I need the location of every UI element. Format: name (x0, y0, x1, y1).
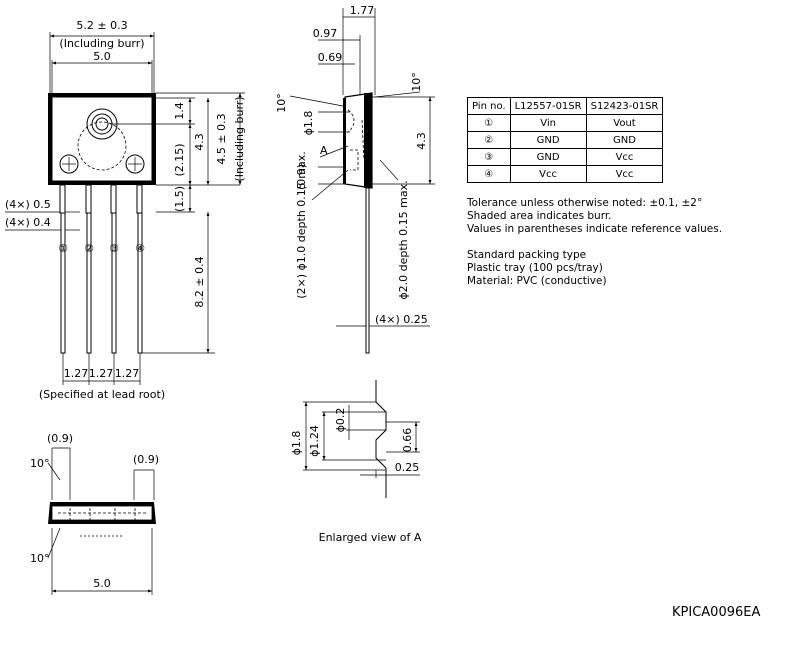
pitch-2-label: 1.27 (89, 367, 114, 380)
dim-1-5-label: (1.5) (173, 186, 186, 212)
lead-length-label: 8.2 ± 0.4 (193, 256, 206, 307)
lead-width-04-label: (4×) 0.4 (5, 216, 51, 229)
dim-0-97-label: 0.97 (313, 27, 338, 40)
l12557-cell: Vcc (509, 165, 587, 183)
table-row: ② GND GND (467, 131, 664, 149)
enlarged-dim-0-25-label: 0.25 (395, 461, 420, 474)
side-lead (365, 187, 370, 354)
enlarged-caption: Enlarged view of A (319, 531, 422, 544)
depth-left-label: (2×) ϕ1.0 depth 0.15 max. (295, 151, 308, 299)
pitch-3-label: 1.27 (115, 367, 140, 380)
l12557-cell: Vin (509, 114, 587, 132)
dim-1-4-label: 1.4 (173, 102, 186, 120)
depth-right-label: ϕ2.0 depth 0.15 max. (397, 180, 410, 299)
notes: Tolerance unless otherwise noted: ±0.1, … (467, 197, 722, 288)
s12423-cell: Vout (585, 114, 664, 132)
table-row: ④ Vcc Vcc (467, 165, 664, 183)
bottom-dim-0-9-left: (0.9) (47, 432, 73, 445)
pin-cell: ④ (467, 165, 511, 183)
enlarged-view: ϕ1.8 ϕ1.24 ϕ0.2 0.66 0.25 Enlarged view … (290, 380, 422, 544)
phi-1-8-label: ϕ1.8 (302, 111, 315, 136)
including-burr-label: (Including burr) (59, 37, 144, 50)
leads (59, 184, 143, 354)
lead-width-05-label: (4×) 0.5 (5, 198, 51, 211)
enlarged-dim-0-66-label: 0.66 (401, 428, 414, 453)
material-note: Material: PVC (conductive) (467, 275, 607, 287)
height-including-burr-label: (Including burr) (233, 96, 246, 181)
packing-title: Standard packing type (467, 249, 587, 261)
enlarged-phi-1-24-label: ϕ1.24 (308, 425, 321, 457)
pin-2-label: ② (84, 242, 94, 255)
s12423-cell: GND (585, 131, 664, 149)
width-label: 5.0 (93, 50, 111, 63)
pin-table-header: Pin no. L12557-01SR S12423-01SR (467, 97, 664, 115)
pin-cell: ② (467, 131, 511, 149)
dim-0-69-label: 0.69 (318, 51, 343, 64)
angle-left-label: 10° (275, 93, 288, 113)
tolerance-note: Tolerance unless otherwise noted: ±0.1, … (467, 197, 703, 209)
table-row: ① Vin Vout (467, 114, 664, 132)
pin-4-label: ④ (135, 242, 145, 255)
lead-root-note: (Specified at lead root) (39, 388, 165, 401)
front-view: 5.2 ± 0.3 (Including burr) 5.0 1.4 4.3 (… (5, 19, 246, 401)
dim-2-15-label: (2.15) (173, 143, 186, 176)
pin-table: Pin no. L12557-01SR S12423-01SR ① Vin Vo… (467, 97, 664, 183)
side-view: 1.77 0.97 0.69 10° 10° ϕ1.8 A (0.9) 4.3 (275, 4, 435, 354)
pin-cell: ③ (467, 148, 511, 166)
angle-right-label: 10° (410, 72, 423, 92)
drawing-code: KPICA0096EA (672, 605, 761, 620)
table-row: ③ GND Vcc (467, 148, 664, 166)
header-pin-no: Pin no. (467, 97, 511, 115)
bottom-dim-0-9-right: (0.9) (133, 453, 159, 466)
marker-a-label: A (320, 144, 328, 157)
parentheses-note: Values in parentheses indicate reference… (467, 223, 723, 235)
packing-tray: Plastic tray (100 pcs/tray) (467, 262, 603, 274)
pitch-1-label: 1.27 (64, 367, 89, 380)
pin-3-label: ③ (109, 242, 119, 255)
width-with-burr-label: 5.2 ± 0.3 (76, 19, 127, 32)
s12423-cell: Vcc (585, 148, 664, 166)
height-with-burr-label: 4.5 ± 0.3 (215, 113, 228, 164)
bottom-view: (0.9) (0.9) 10° 10° 5.0 (30, 432, 159, 595)
enlarged-phi-0-2-label: ϕ0.2 (334, 408, 347, 433)
s12423-cell: Vcc (585, 165, 664, 183)
dim-0-9-label: (0.9) (295, 164, 308, 190)
shaded-note: Shaded area indicates burr. (467, 210, 612, 222)
pin-1-label: ① (58, 242, 68, 255)
bottom-angle-top: 10° (30, 457, 50, 470)
dim-1-77-label: 1.77 (350, 4, 375, 17)
l12557-cell: GND (509, 148, 587, 166)
l12557-cell: GND (509, 131, 587, 149)
bottom-angle-bottom: 10° (30, 552, 50, 565)
bottom-width-label: 5.0 (93, 577, 111, 590)
header-s12423: S12423-01SR (585, 97, 664, 115)
header-l12557: L12557-01SR (509, 97, 587, 115)
lead-thickness-label: (4×) 0.25 (375, 313, 428, 326)
side-dim-4-3-label: 4.3 (415, 132, 428, 150)
enlarged-phi-1-8-label: ϕ1.8 (290, 431, 303, 456)
pin-cell: ① (467, 114, 511, 132)
dim-4-3-label: 4.3 (193, 133, 206, 151)
